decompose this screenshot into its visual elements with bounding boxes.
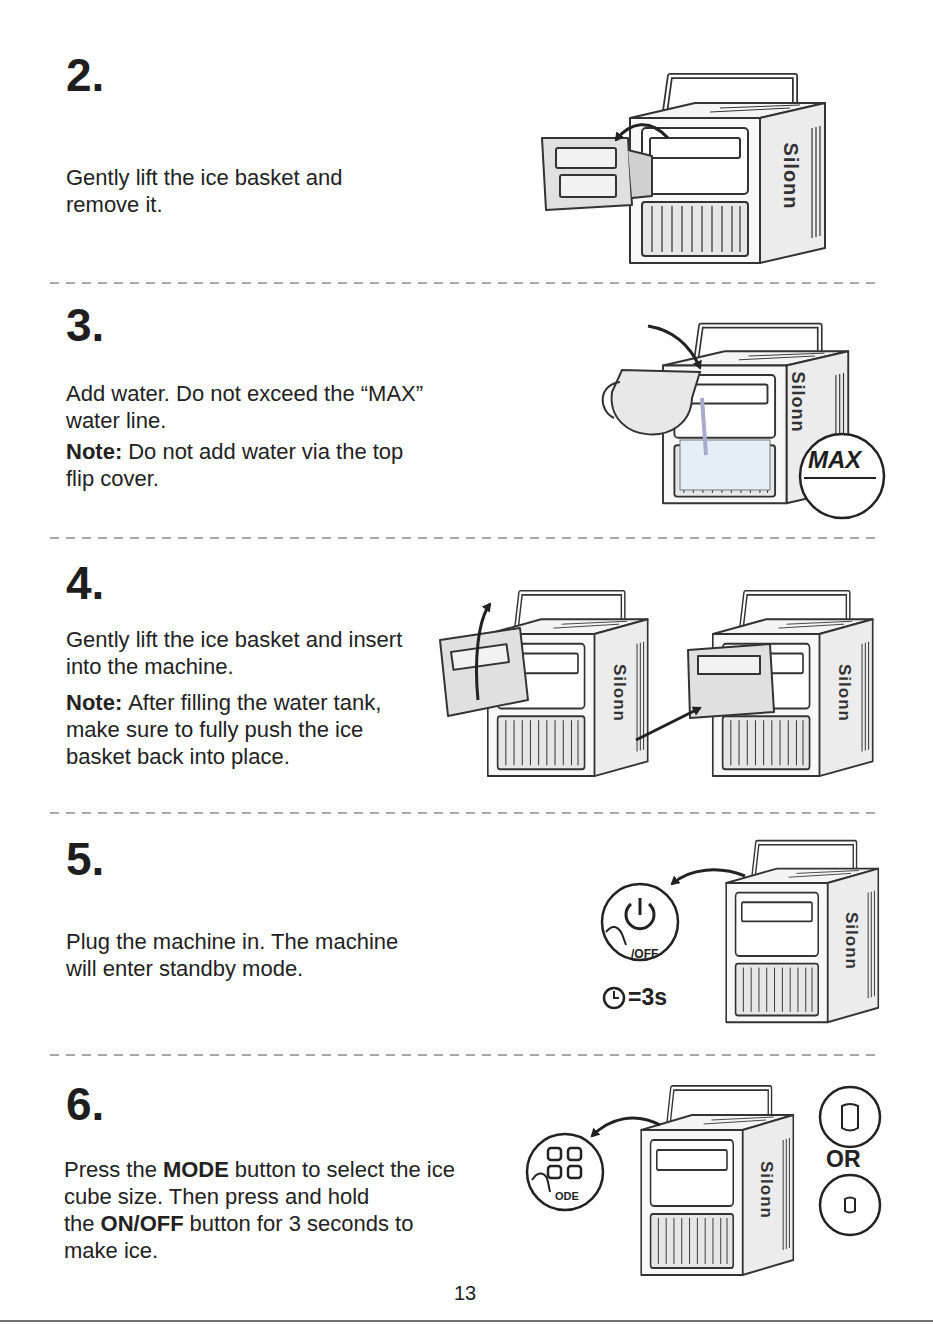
step-paragraph: Press theMODEbutton to select the ice cu… xyxy=(64,1156,462,1264)
brand-mark: Silonn xyxy=(834,664,854,722)
step-paragraph: Note:After filling the water tank, make … xyxy=(66,689,414,770)
bold-text: MODE xyxy=(163,1157,229,1182)
step-paragraph: Note:Do not add water via the top flip c… xyxy=(66,438,428,492)
duration-label: =3s xyxy=(628,984,667,1011)
brand-mark: Silonn xyxy=(787,372,808,433)
brand-mark: Silonn xyxy=(609,664,629,722)
step-text: Add water. Do not exceed the “MAX” water… xyxy=(66,380,428,434)
page-number: 13 xyxy=(454,1282,476,1305)
step-text: Gently lift the ice basket and insert in… xyxy=(66,626,414,680)
button-label: ODE xyxy=(555,1190,579,1202)
bold-text: Note: xyxy=(66,439,122,464)
brand-mark: Silonn xyxy=(841,912,861,970)
brand-mark: Silonn xyxy=(756,1161,776,1219)
brand-mark: Silonn xyxy=(779,142,802,209)
step-number: 6. xyxy=(66,1079,104,1129)
step-text: Gently lift the ice basket and remove it… xyxy=(66,164,371,218)
bold-text: ON/OFF xyxy=(101,1211,184,1236)
button-label: /OFF xyxy=(631,947,658,961)
max-mark: MAX xyxy=(808,446,861,474)
step-number: 4. xyxy=(66,558,104,608)
bold-text: Note: xyxy=(66,690,122,715)
step-number: 2. xyxy=(66,50,104,100)
body-text: Press the xyxy=(64,1157,157,1182)
or-label: OR xyxy=(826,1146,861,1173)
step-text: Plug the machine in. The machine will en… xyxy=(66,928,401,982)
step-number: 3. xyxy=(66,300,104,350)
step-number: 5. xyxy=(66,834,104,884)
